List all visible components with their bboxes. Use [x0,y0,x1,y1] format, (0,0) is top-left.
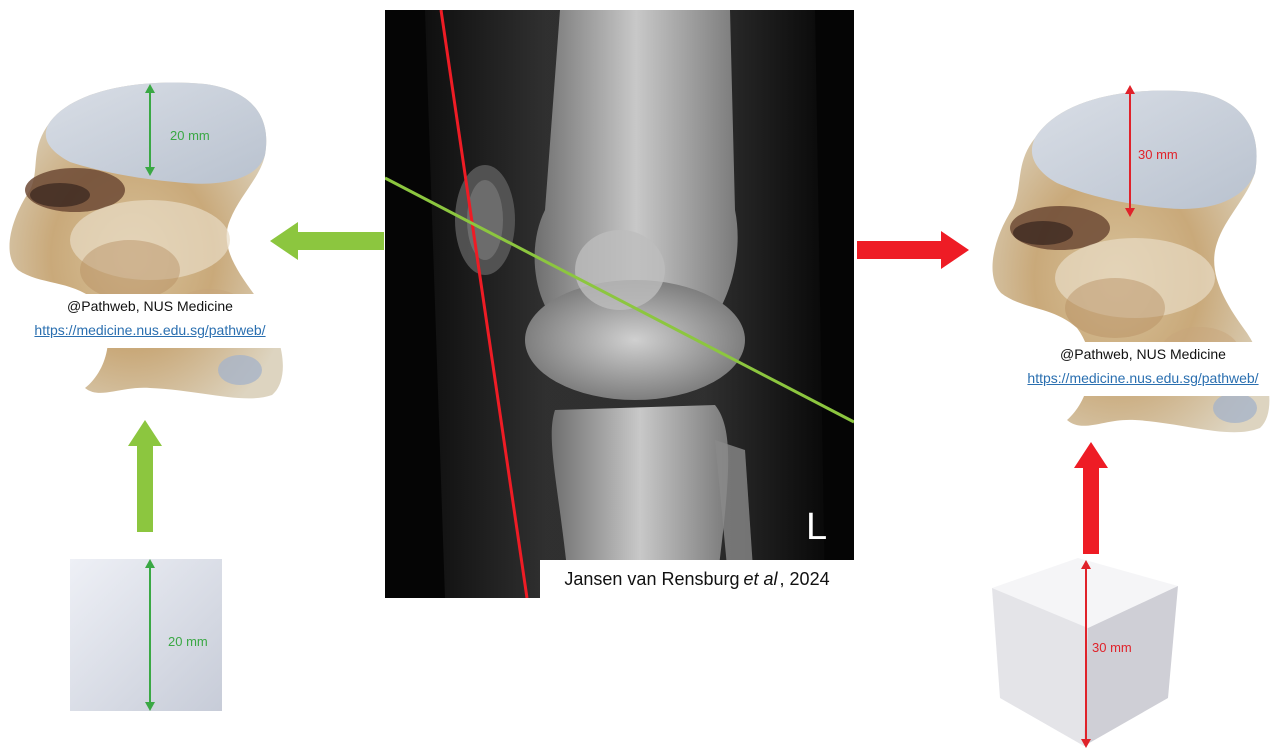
red-arrow-right [857,231,969,269]
left-credit-name: @Pathweb, NUS Medicine [14,294,286,318]
left-specimen-credit: @Pathweb, NUS Medicine https://medicine.… [14,294,286,348]
xray-caption-year: , 2024 [780,569,830,590]
green-arrow-up [128,420,162,532]
xray-caption-authors: Jansen van Rensburg [564,569,739,590]
right-specimen-credit: @Pathweb, NUS Medicine https://medicine.… [1005,342,1279,396]
right-tissue-block [988,558,1182,748]
left-specimen-dimension-label: 20 mm [170,128,210,143]
xray-caption-etal: et al [744,569,778,590]
right-specimen-dimension-label: 30 mm [1138,147,1178,162]
right-block-dimension-label: 30 mm [1092,640,1132,655]
right-credit-name: @Pathweb, NUS Medicine [1005,342,1279,366]
green-arrow-left [270,222,384,260]
left-specimen-dimension-line [140,84,160,176]
right-credit-link[interactable]: https://medicine.nus.edu.sg/pathweb/ [1005,366,1279,390]
xray-side-marker: L [806,506,827,549]
left-block-dimension-label: 20 mm [168,634,208,649]
right-specimen-dimension-line [1120,85,1140,217]
left-credit-link[interactable]: https://medicine.nus.edu.sg/pathweb/ [14,318,286,342]
xray-caption: Jansen van Rensburg et al , 2024 [540,560,854,598]
knee-xray-image [385,10,854,598]
red-arrow-up [1074,442,1108,554]
